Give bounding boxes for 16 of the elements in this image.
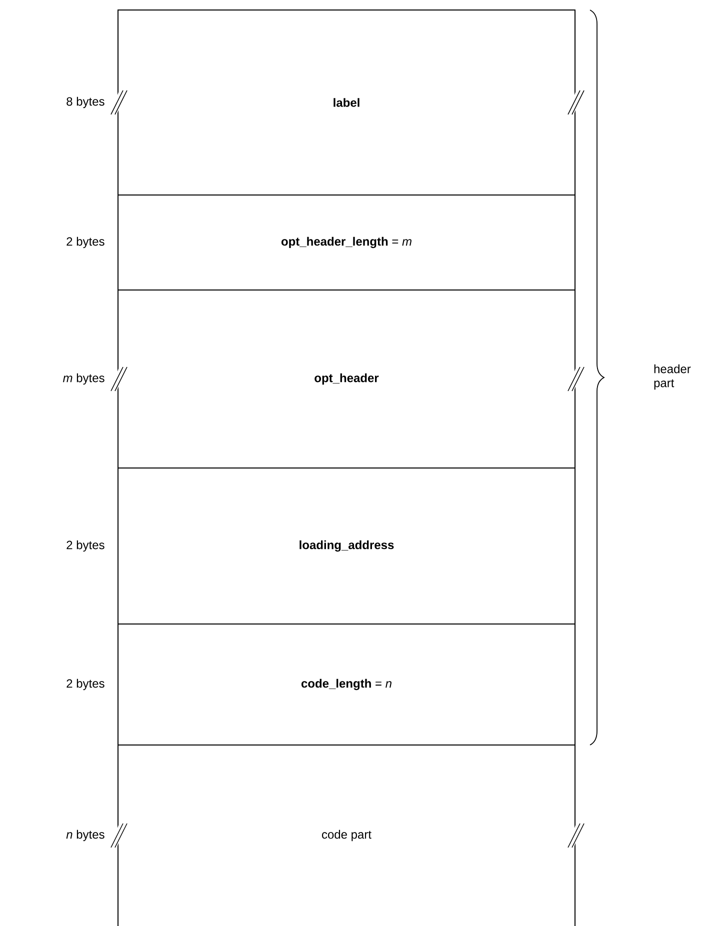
size-label: m bytes <box>63 373 104 385</box>
node-label: opt_header <box>314 373 379 385</box>
size-label: 2 bytes <box>66 540 104 552</box>
field-row: opt_header_length = m <box>118 194 576 290</box>
field-row: loading_address <box>118 468 576 624</box>
node-label: code part <box>322 830 372 842</box>
node-label: label <box>334 98 360 107</box>
size-label: 2 bytes <box>66 678 104 690</box>
field-row: code part <box>110 744 584 926</box>
size-label: 2 bytes <box>66 236 104 248</box>
size-label: n bytes <box>66 830 104 842</box>
brace-label: header part <box>654 364 691 390</box>
field-row: opt_header <box>110 290 584 468</box>
field-row: code_length = n <box>118 624 576 746</box>
size-label: 8 bytes <box>66 96 104 108</box>
field-row: label <box>110 9 584 196</box>
